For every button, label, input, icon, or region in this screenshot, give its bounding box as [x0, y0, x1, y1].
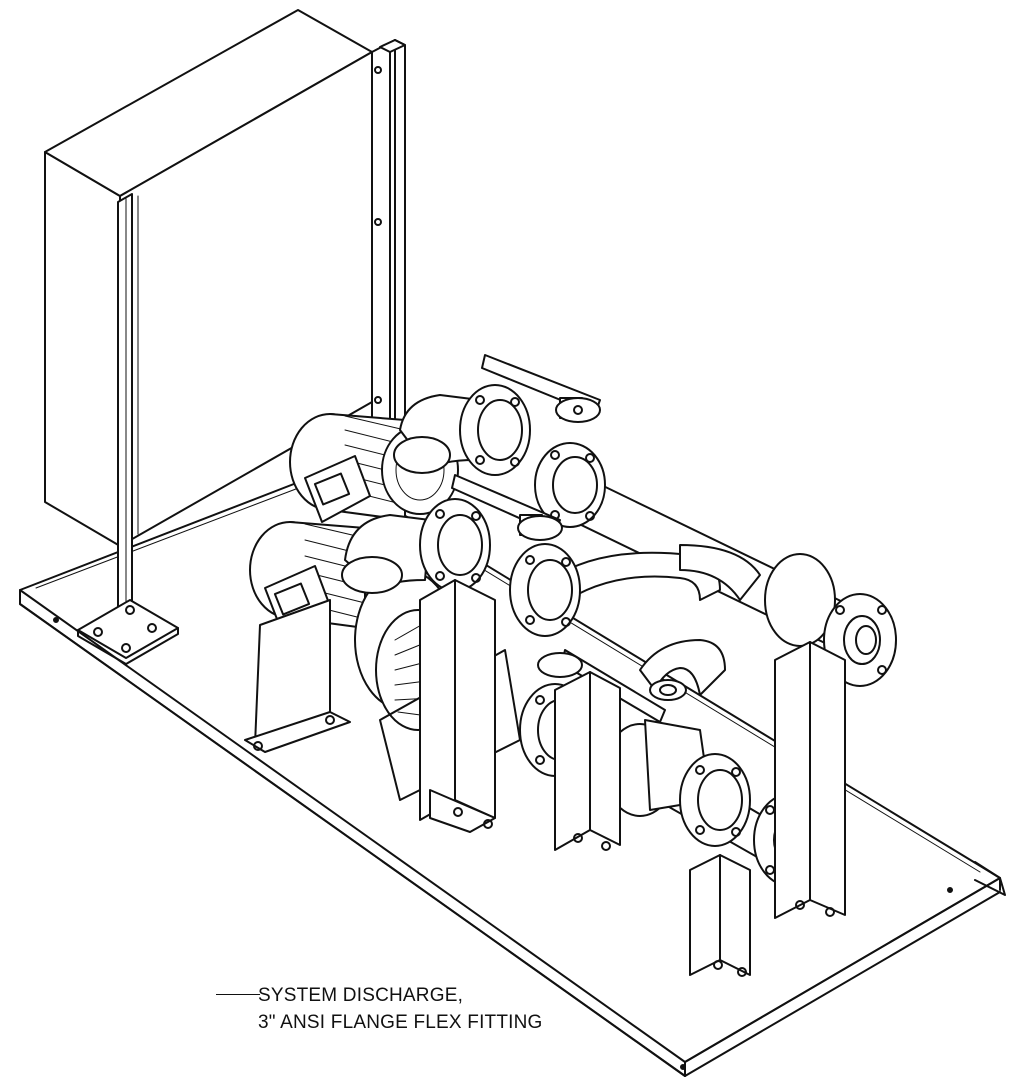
callout-line-1: SYSTEM DISCHARGE, [258, 985, 464, 1006]
suction-u-bend [639, 639, 726, 696]
panel-frame-post [371, 39, 406, 473]
base-skid [19, 469, 1006, 1077]
pump-motor-lower [244, 521, 366, 753]
pipe-support-3 [689, 854, 751, 977]
pipe-support-1 [419, 579, 496, 833]
lower-butterfly-valve [451, 474, 563, 541]
upper-butterfly-valve [481, 354, 601, 423]
pipe-support-2 [554, 671, 621, 851]
callout-line-2: 3" ANSI FLANGE FLEX FITTING [258, 1012, 543, 1033]
u-bend-pipe [549, 544, 761, 606]
lower-flange-1 [419, 498, 491, 592]
panel-frame-post-left [77, 193, 179, 665]
lower-line-flange-2 [679, 753, 751, 847]
upper-discharge-elbow [393, 394, 481, 474]
lower-flange-2 [509, 543, 581, 637]
pipe-support-4 [774, 641, 846, 919]
discharge-flange-upper [764, 553, 897, 687]
upper-flange-1 [459, 384, 531, 476]
system-discharge-callout: SYSTEM DISCHARGE, 3" ANSI FLANGE FLEX FI… [258, 982, 543, 1036]
callout-leader-line [216, 994, 260, 995]
lower-discharge-elbow [341, 514, 431, 594]
